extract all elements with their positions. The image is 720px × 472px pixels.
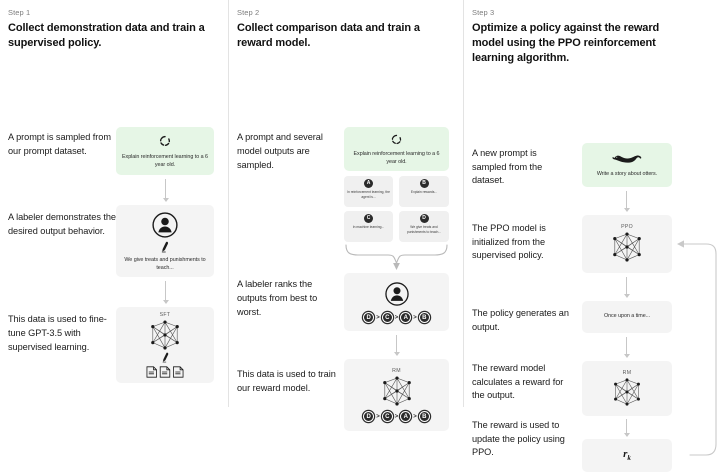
step-2-prompt-text: Explain reinforcement learning to a 6 ye… — [353, 150, 440, 165]
step-2-rm-label: RM — [392, 368, 401, 375]
rm-rank-2: C — [381, 411, 393, 423]
rank-sep-3: > — [413, 314, 417, 321]
step-2-column: Step 2 Collect comparison data and train… — [228, 0, 463, 432]
step-1-column: Step 1 Collect demonstration data and tr… — [0, 0, 228, 407]
step-3-output-box: Once upon a time... — [582, 300, 672, 333]
step-3-arrow-3 — [623, 336, 630, 358]
step-2-rm-ranking-row: D > C > A > B — [363, 411, 430, 423]
step-2-rm-box: RM D > C — [344, 359, 449, 432]
output-text-c: In machine learning... — [352, 225, 385, 230]
step-1-labeler-box: We give treats and punishments to teach.… — [116, 205, 214, 278]
step-1-caption-1: A prompt is sampled from our prompt data… — [8, 132, 111, 157]
rank-sep-2: > — [394, 314, 399, 321]
rm-rank-1: D — [363, 411, 375, 423]
pencil-icon — [160, 241, 170, 253]
step-1-title: Collect demonstration data and train a s… — [8, 22, 205, 50]
step-1-labeler-text: We give treats and punishments to teach.… — [124, 256, 206, 271]
output-badge-d: D — [419, 214, 429, 224]
neural-network-icon — [377, 375, 417, 407]
output-text-d: We give treats and punishments to teach.… — [406, 225, 442, 235]
rm-rank-sep-3: > — [413, 413, 417, 420]
circular-arrows-icon — [158, 134, 172, 148]
neural-network-icon — [608, 377, 646, 407]
step-1-caption-3: This data is used to fine-tune GPT-3.5 w… — [8, 314, 107, 353]
step-3-caption-5: The reward is used to update the policy … — [472, 419, 565, 458]
step-3-prompt-box: Write a story about otters. — [582, 142, 672, 187]
step-1-label: Step 1 — [8, 8, 31, 17]
step-2-caption-2: A labeler ranks the outputs from best to… — [237, 279, 318, 318]
documents-icon — [145, 365, 185, 379]
step-3-label: Step 3 — [472, 8, 495, 17]
step-1-sft-label: SFT — [159, 311, 171, 318]
step-3-rm-label: RM — [622, 369, 632, 376]
rank-4: B — [418, 312, 430, 324]
step-3-title: Optimize a policy against the reward mod… — [472, 22, 660, 65]
step-2-label: Step 2 — [237, 8, 260, 17]
step-3-caption-3: The policy generates an output. — [472, 307, 569, 332]
step-2-arrow-1 — [393, 335, 400, 357]
step-3-rm-box: RM — [582, 360, 672, 416]
step-3-prompt-text: Write a story about otters. — [596, 171, 658, 178]
rm-rank-3: A — [400, 411, 412, 423]
step-3-arrow-1 — [623, 190, 630, 212]
step-3-caption-2: The PPO model is initialized from the su… — [472, 222, 546, 261]
neural-network-icon — [145, 319, 185, 351]
rm-rank-sep-2: > — [394, 413, 399, 420]
step-2-title: Collect comparison data and train a rewa… — [237, 22, 420, 50]
neural-network-icon — [607, 231, 647, 263]
output-badge-c: C — [364, 214, 373, 224]
step-2-output-c: C In machine learning... — [344, 211, 393, 243]
step-2-output-d: D We give treats and punishments to teac… — [399, 211, 449, 243]
step-2-brace — [344, 243, 449, 273]
step-2-caption-3: This data is used to train our reward mo… — [237, 369, 336, 394]
step-2-output-a: A In reinforcement learning, the agent i… — [344, 176, 393, 208]
otter-icon — [612, 150, 642, 166]
output-text-a: In reinforcement learning, the agent is.… — [347, 190, 390, 200]
person-icon — [384, 281, 410, 307]
step-2-caption-1: A prompt and several model outputs are s… — [237, 132, 323, 171]
rank-2: C — [381, 312, 393, 324]
rank-3: A — [400, 312, 412, 324]
step-3-caption-1: A new prompt is sampled from the dataset… — [472, 147, 543, 186]
pencil-icon — [161, 352, 170, 363]
rm-rank-4: B — [418, 411, 430, 423]
step-1-prompt-text: Explain reinforcement learning to a 6 ye… — [122, 153, 208, 168]
step-3-output-text: Once upon a time... — [603, 313, 651, 320]
rm-rank-sep-1: > — [376, 413, 380, 420]
step-1-arrow-2 — [162, 281, 169, 305]
step-2-ranking-box: D > C > A > B — [344, 273, 449, 332]
rank-sep-1: > — [376, 314, 380, 321]
output-text-b: Explain rewards... — [410, 190, 438, 195]
person-icon — [151, 211, 179, 239]
step-1-caption-2: A labeler demonstrates the desired outpu… — [8, 212, 116, 237]
step-1-prompt-box: Explain reinforcement learning to a 6 ye… — [116, 127, 214, 176]
loop-arrow-icon — [670, 229, 720, 464]
step-3-arrow-2 — [623, 276, 630, 298]
rank-1: D — [363, 312, 375, 324]
reward-subscript: k — [627, 454, 631, 463]
step-2-prompt-box: Explain reinforcement learning to a 6 ye… — [344, 127, 449, 172]
step-3-ppo-label: PPO — [621, 224, 633, 231]
step-3-arrow-4 — [623, 418, 630, 437]
step-1-sft-box: SFT — [116, 307, 214, 384]
step-3-ppo-box: PPO — [582, 214, 672, 273]
step-2-ranking-row: D > C > A > B — [363, 312, 430, 324]
output-badge-b: B — [419, 179, 429, 189]
step-3-reward-box: rk — [582, 438, 672, 472]
step-3-column: Step 3 Optimize a policy against the rew… — [463, 0, 720, 472]
step-2-output-b: B Explain rewards... — [399, 176, 449, 208]
output-badge-a: A — [364, 179, 373, 189]
circular-arrows-icon — [390, 133, 403, 146]
reward-symbol: rk — [623, 448, 631, 462]
step-1-arrow-1 — [162, 179, 169, 203]
step-3-caption-4: The reward model calculates a reward for… — [472, 362, 564, 401]
